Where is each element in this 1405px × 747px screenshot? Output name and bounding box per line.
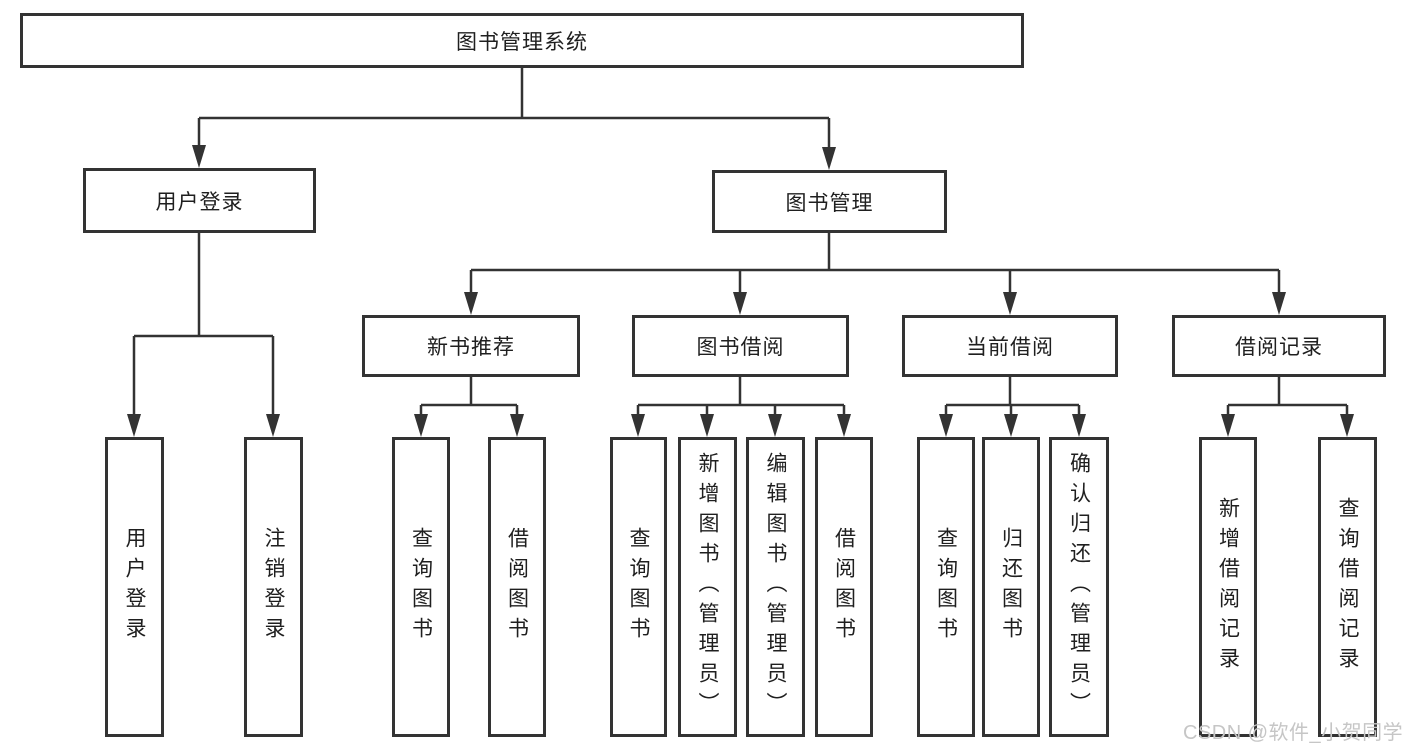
node-current-borrow-label: 当前借阅 (966, 336, 1054, 359)
leaf-records-add-borrow-record-label: 新增借阅记录 (1216, 497, 1240, 677)
watermark: CSDN @软件_小贺同学 (1183, 722, 1404, 744)
leaf-records-query-borrow-record: 查询借阅记录 (1318, 437, 1377, 737)
node-borrow-records-label: 借阅记录 (1235, 336, 1323, 359)
leaf-currentborrow-query-books: 查询图书 (917, 437, 975, 737)
node-user-login-label: 用户登录 (155, 190, 244, 214)
leaf-user-login-label: 用户登录 (123, 527, 147, 647)
leaf-bookborrow-edit-books-admin: 编辑图书（管理员） (746, 437, 805, 737)
connector-bookborrow-to-leaves (636, 377, 846, 420)
connector-userlogin-to-leaves (132, 233, 275, 420)
leaf-newbookrec-borrow-books-label: 借阅图书 (505, 527, 529, 647)
leaf-records-add-borrow-record: 新增借阅记录 (1199, 437, 1257, 737)
node-current-borrow: 当前借阅 (902, 315, 1118, 377)
node-new-book-rec-label: 新书推荐 (427, 336, 515, 359)
leaf-currentborrow-query-books-label: 查询图书 (934, 527, 958, 647)
arrowheads (127, 145, 1354, 437)
connector-bookmgmt-to-level3 (469, 233, 1281, 298)
leaf-bookborrow-add-books-admin: 新增图书（管理员） (678, 437, 737, 737)
leaf-bookborrow-borrow-books: 借阅图书 (815, 437, 873, 737)
node-book-borrow: 图书借阅 (632, 315, 849, 377)
leaf-currentborrow-confirm-return-admin-label: 确认归还（管理员） (1067, 452, 1091, 722)
leaf-bookborrow-query-books-label: 查询图书 (627, 527, 651, 647)
node-borrow-records: 借阅记录 (1172, 315, 1386, 377)
node-root: 图书管理系统 (20, 13, 1024, 68)
leaf-records-query-borrow-record-label: 查询借阅记录 (1336, 497, 1360, 677)
leaf-bookborrow-edit-books-admin-label: 编辑图书（管理员） (764, 452, 788, 722)
leaf-newbookrec-query-books: 查询图书 (392, 437, 450, 737)
leaf-user-login: 用户登录 (105, 437, 164, 737)
node-book-mgmt-label: 图书管理 (785, 191, 874, 215)
node-book-mgmt: 图书管理 (712, 170, 947, 233)
leaf-logout: 注销登录 (244, 437, 303, 737)
leaf-currentborrow-return-books-label: 归还图书 (999, 527, 1023, 647)
node-book-borrow-label: 图书借阅 (696, 336, 785, 359)
connector-root-to-level2 (197, 68, 831, 152)
leaf-bookborrow-add-books-admin-label: 新增图书（管理员） (696, 452, 720, 722)
leaf-newbookrec-query-books-label: 查询图书 (409, 527, 433, 647)
leaf-logout-label: 注销登录 (262, 527, 286, 647)
node-user-login: 用户登录 (83, 168, 316, 233)
connector-currentborrow-to-leaves (944, 377, 1081, 420)
node-new-book-rec: 新书推荐 (362, 315, 580, 377)
leaf-newbookrec-borrow-books: 借阅图书 (488, 437, 546, 737)
leaf-bookborrow-borrow-books-label: 借阅图书 (832, 527, 856, 647)
leaf-currentborrow-confirm-return-admin: 确认归还（管理员） (1049, 437, 1109, 737)
connector-borrowrecords-to-leaves (1226, 377, 1349, 420)
node-root-label: 图书管理系统 (456, 30, 588, 54)
connector-newbookrec-to-leaves (419, 377, 519, 420)
leaf-bookborrow-query-books: 查询图书 (610, 437, 667, 737)
leaf-currentborrow-return-books: 归还图书 (982, 437, 1040, 737)
